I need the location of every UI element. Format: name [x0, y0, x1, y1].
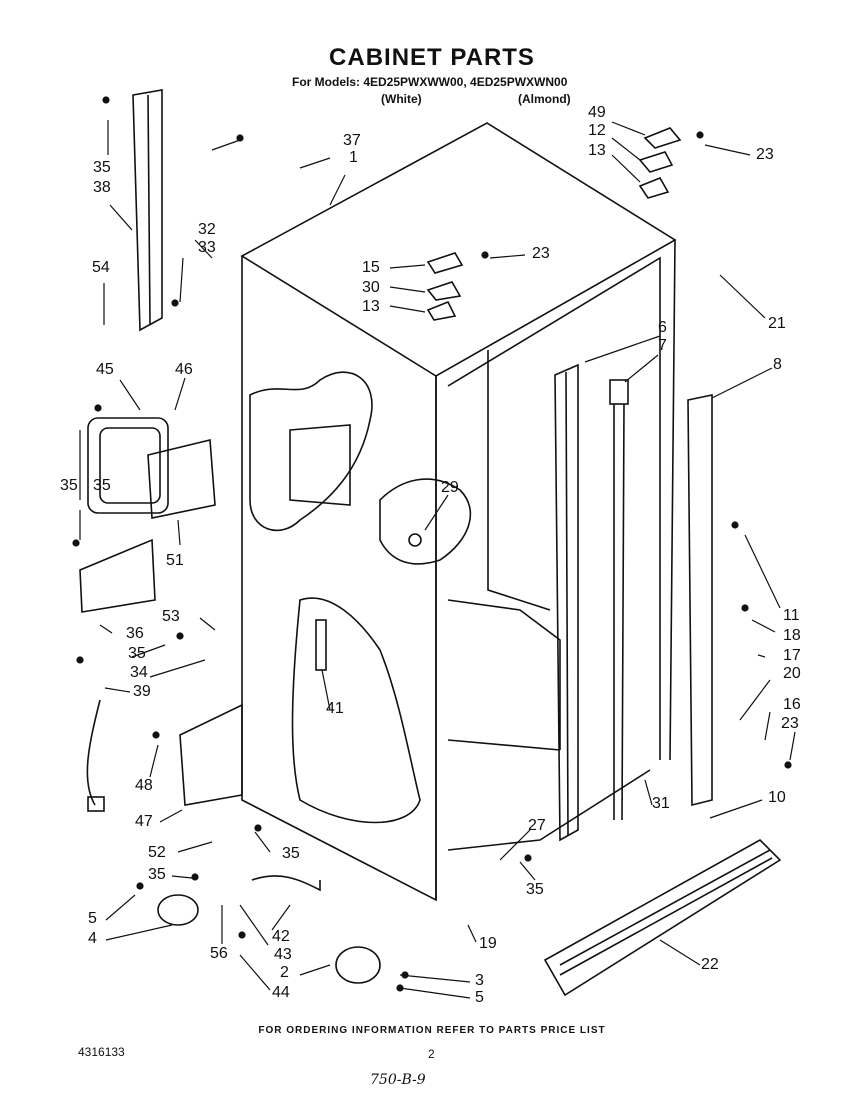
callout-label: 16 — [783, 696, 801, 713]
callout-label: 35 — [93, 159, 111, 176]
callout-label: 8 — [773, 356, 782, 373]
callout-label: 3 — [475, 972, 484, 989]
callout-label: 54 — [92, 259, 110, 276]
callout-label: 46 — [175, 361, 193, 378]
callout-label: 51 — [166, 552, 184, 569]
callout-label: 17 — [783, 647, 801, 664]
hinge-top-right — [638, 127, 682, 199]
ordering-note: FOR ORDERING INFORMATION REFER TO PARTS … — [258, 1025, 606, 1036]
callout-label: 30 — [362, 279, 380, 296]
callout-label: 35 — [128, 645, 146, 662]
callout-label: 31 — [652, 795, 670, 812]
callout-label: 48 — [135, 777, 153, 794]
callout-label: 27 — [528, 817, 546, 834]
handwritten-note: 750-B-9 — [370, 1072, 426, 1088]
callout-label: 43 — [274, 946, 292, 963]
roller-2 — [335, 946, 381, 984]
callout-label: 1 — [349, 149, 358, 166]
models-line: For Models: 4ED25PWXWW00, 4ED25PWXWN00 — [292, 75, 568, 89]
callout-label: 35 — [148, 866, 166, 883]
callout-label: 23 — [532, 245, 550, 262]
callout-label: 23 — [781, 715, 799, 732]
callout-label: 35 — [282, 845, 300, 862]
callout-label: 37 — [343, 132, 361, 149]
callout-label: 21 — [768, 315, 786, 332]
evaporator-46 — [147, 439, 216, 519]
cabinet-body — [240, 122, 677, 902]
callout-label: 35 — [526, 881, 544, 898]
callout-label: 5 — [88, 910, 97, 927]
callout-label: 34 — [130, 664, 148, 681]
callout-label: 52 — [148, 844, 166, 861]
variant-almond: (Almond) — [518, 92, 571, 106]
callout-label: 29 — [441, 479, 459, 496]
callout-label: 6 — [658, 319, 667, 336]
callout-label: 20 — [783, 665, 801, 682]
heater-45 — [87, 417, 169, 514]
hinge-top-center — [426, 252, 464, 321]
callout-label: 5 — [475, 989, 484, 1006]
leader-lines — [79, 120, 796, 999]
callout-label: 7 — [658, 337, 667, 354]
callout-label: 10 — [768, 789, 786, 806]
panel-36 — [79, 538, 156, 613]
callout-label: 4 — [88, 930, 97, 947]
callout-label: 23 — [756, 146, 774, 163]
callout-label: 56 — [210, 945, 228, 962]
callout-label: 15 — [362, 259, 380, 276]
callout-label: 12 — [588, 122, 606, 139]
bracket-48 — [179, 703, 243, 806]
callout-label: 45 — [96, 361, 114, 378]
callout-label: 32 — [198, 221, 216, 238]
callout-label: 47 — [135, 813, 153, 830]
cord-39 — [86, 699, 105, 812]
page-number: 2 — [428, 1047, 435, 1061]
callout-label: 11 — [783, 607, 800, 624]
fasteners — [72, 96, 792, 992]
callout-label: 33 — [198, 239, 216, 256]
callout-label: 35 — [93, 477, 111, 494]
callout-label: 19 — [479, 935, 497, 952]
door-rail-6 — [554, 363, 579, 842]
toe-grille-22 — [543, 839, 782, 997]
callout-label: 39 — [133, 683, 151, 700]
callout-label: 13 — [588, 142, 606, 159]
tube-42 — [251, 875, 321, 892]
left-strip-38 — [132, 89, 163, 332]
callout-label: 2 — [280, 964, 289, 981]
rail-7 — [609, 379, 629, 821]
callout-label: 49 — [588, 104, 606, 121]
callout-label: 42 — [272, 928, 290, 945]
callout-label: 53 — [162, 608, 180, 625]
callout-label: 13 — [362, 298, 380, 315]
variant-white: (White) — [381, 92, 422, 106]
rail-8 — [687, 394, 713, 807]
part-number: 4316133 — [78, 1045, 125, 1059]
callout-label: 38 — [93, 179, 111, 196]
callout-label: 22 — [701, 956, 719, 973]
callout-label: 36 — [126, 625, 144, 642]
callout-label: 44 — [272, 984, 290, 1001]
callout-label: 18 — [783, 627, 801, 644]
callout-label: 41 — [326, 700, 344, 717]
callout-label: 35 — [60, 477, 78, 494]
page-title: CABINET PARTS — [329, 44, 535, 71]
leveler-4 — [157, 894, 199, 926]
